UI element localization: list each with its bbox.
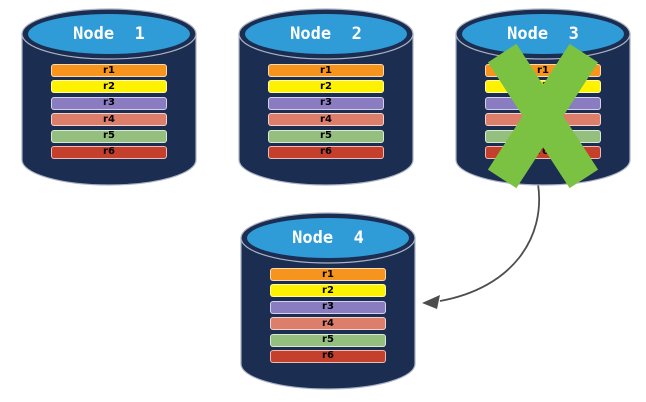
- replica-bar: r5: [51, 129, 167, 143]
- node-3: Node 3 r1 r2 r3 r4 r5 r6: [455, 8, 631, 189]
- replica-bar: r4: [268, 113, 384, 127]
- replica-label: r3: [322, 301, 334, 313]
- replica-bar: r6: [270, 349, 386, 363]
- failover-arrow-curve: [439, 183, 540, 302]
- replica-label: r3: [537, 97, 549, 109]
- replica-stack: r1 r2 r3 r4 r5 r6: [268, 64, 384, 159]
- replica-label: r6: [103, 146, 115, 158]
- replica-bar: r6: [268, 145, 384, 159]
- replica-label: r4: [320, 113, 332, 125]
- replica-bar: r4: [485, 113, 601, 127]
- replica-stack: r1 r2 r3 r4 r5 r6: [270, 268, 386, 363]
- node-title: Node 4: [292, 228, 364, 248]
- replica-label: r5: [320, 130, 332, 142]
- replica-label: r2: [322, 284, 334, 296]
- replica-bar: r5: [270, 333, 386, 347]
- replica-label: r6: [322, 350, 334, 362]
- replica-label: r2: [103, 80, 115, 92]
- replica-bar: r1: [270, 268, 386, 281]
- replica-label: r1: [103, 64, 115, 76]
- replica-bar: r4: [51, 113, 167, 127]
- node-title: Node 3: [507, 24, 579, 44]
- replica-label: r3: [103, 97, 115, 109]
- replica-label: r3: [320, 97, 332, 109]
- replica-bar: r5: [268, 129, 384, 143]
- replica-bar: r3: [485, 96, 601, 110]
- replica-bar: r2: [270, 284, 386, 298]
- replica-label: r4: [103, 113, 115, 125]
- replica-label: r5: [322, 334, 334, 346]
- replica-bar: r1: [268, 64, 384, 77]
- replica-bar: r2: [268, 80, 384, 94]
- replica-bar: r2: [51, 80, 167, 94]
- replica-stack: r1 r2 r3 r4 r5 r6: [485, 64, 601, 159]
- replica-label: r4: [537, 113, 549, 125]
- replica-bar: r3: [270, 300, 386, 314]
- failover-arrow-head: [422, 295, 440, 309]
- replica-label: r6: [320, 146, 332, 158]
- replica-bar: r2: [485, 80, 601, 94]
- replica-bar: r6: [51, 145, 167, 159]
- replica-label: r4: [322, 317, 334, 329]
- replica-label: r5: [103, 130, 115, 142]
- replica-bar: r1: [485, 64, 601, 77]
- replica-label: r1: [322, 268, 334, 280]
- replica-label: r5: [537, 130, 549, 142]
- replica-label: r1: [320, 64, 332, 76]
- replica-bar: r5: [485, 129, 601, 143]
- replica-bar: r3: [51, 96, 167, 110]
- node-2: Node 2 r1 r2 r3 r4 r5 r6: [238, 8, 414, 186]
- node-4: Node 4 r1 r2 r3 r4 r5 r6: [240, 212, 416, 390]
- replica-bar: r1: [51, 64, 167, 77]
- replica-label: r1: [537, 64, 549, 76]
- replica-bar: r3: [268, 96, 384, 110]
- replica-stack: r1 r2 r3 r4 r5 r6: [51, 64, 167, 159]
- replica-label: r6: [537, 146, 549, 158]
- node-title: Node 1: [73, 24, 145, 44]
- replica-bar: r4: [270, 317, 386, 331]
- replica-bar: r6: [485, 145, 601, 159]
- node-title: Node 2: [290, 24, 362, 44]
- replica-label: r2: [537, 80, 549, 92]
- node-1: Node 1 r1 r2 r3 r4 r5 r6: [21, 8, 197, 186]
- replica-label: r2: [320, 80, 332, 92]
